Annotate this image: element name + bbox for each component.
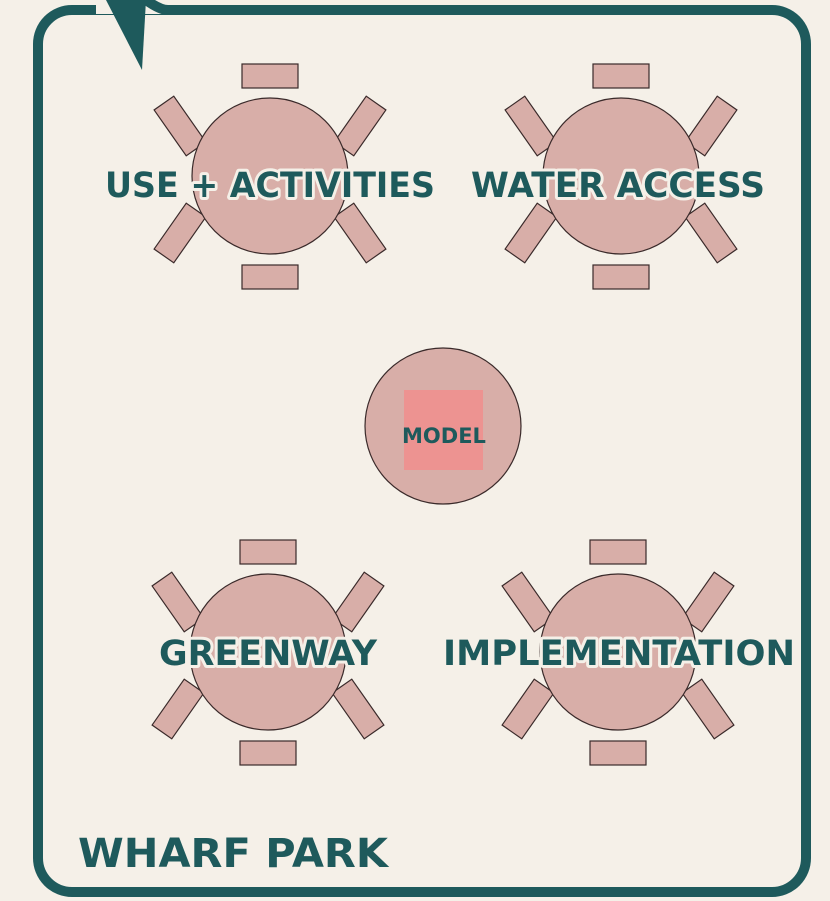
- table-use-activities: [153, 63, 387, 290]
- chair: [501, 571, 555, 633]
- chair: [333, 95, 387, 157]
- chair: [153, 202, 207, 264]
- chair: [504, 202, 558, 264]
- chair: [684, 202, 738, 264]
- chair: [504, 95, 558, 157]
- park-name: WHARF PARK: [78, 831, 390, 877]
- chair: [501, 678, 555, 740]
- station-label-water-access: WATER ACCESS: [471, 166, 765, 206]
- round-table: [191, 97, 349, 255]
- chair: [333, 202, 387, 264]
- round-table: [189, 573, 347, 731]
- table-greenway: [151, 539, 385, 766]
- model-station: MODEL: [364, 347, 522, 505]
- entrance-marker: [96, 0, 169, 70]
- chair: [241, 63, 299, 89]
- chair: [589, 539, 647, 565]
- chair: [151, 571, 205, 633]
- chair: [153, 95, 207, 157]
- chair: [239, 740, 297, 766]
- chair: [681, 678, 735, 740]
- model-label: MODEL: [402, 424, 486, 448]
- table-implementation: [501, 539, 735, 766]
- chair: [681, 571, 735, 633]
- station-label-implementation: IMPLEMENTATION: [443, 634, 795, 674]
- round-table: [539, 573, 697, 731]
- chair: [592, 264, 650, 290]
- chair: [589, 740, 647, 766]
- chair: [241, 264, 299, 290]
- chair: [684, 95, 738, 157]
- chair: [239, 539, 297, 565]
- chair: [151, 678, 205, 740]
- station-label-use-activities: USE + ACTIVITIES: [105, 166, 435, 206]
- model-display: [404, 390, 483, 470]
- chair: [331, 571, 385, 633]
- chair: [592, 63, 650, 89]
- chair: [331, 678, 385, 740]
- round-table: [542, 97, 700, 255]
- tables-layer: [151, 63, 738, 766]
- station-label-greenway: GREENWAY: [159, 634, 378, 674]
- table-water-access: [504, 63, 738, 290]
